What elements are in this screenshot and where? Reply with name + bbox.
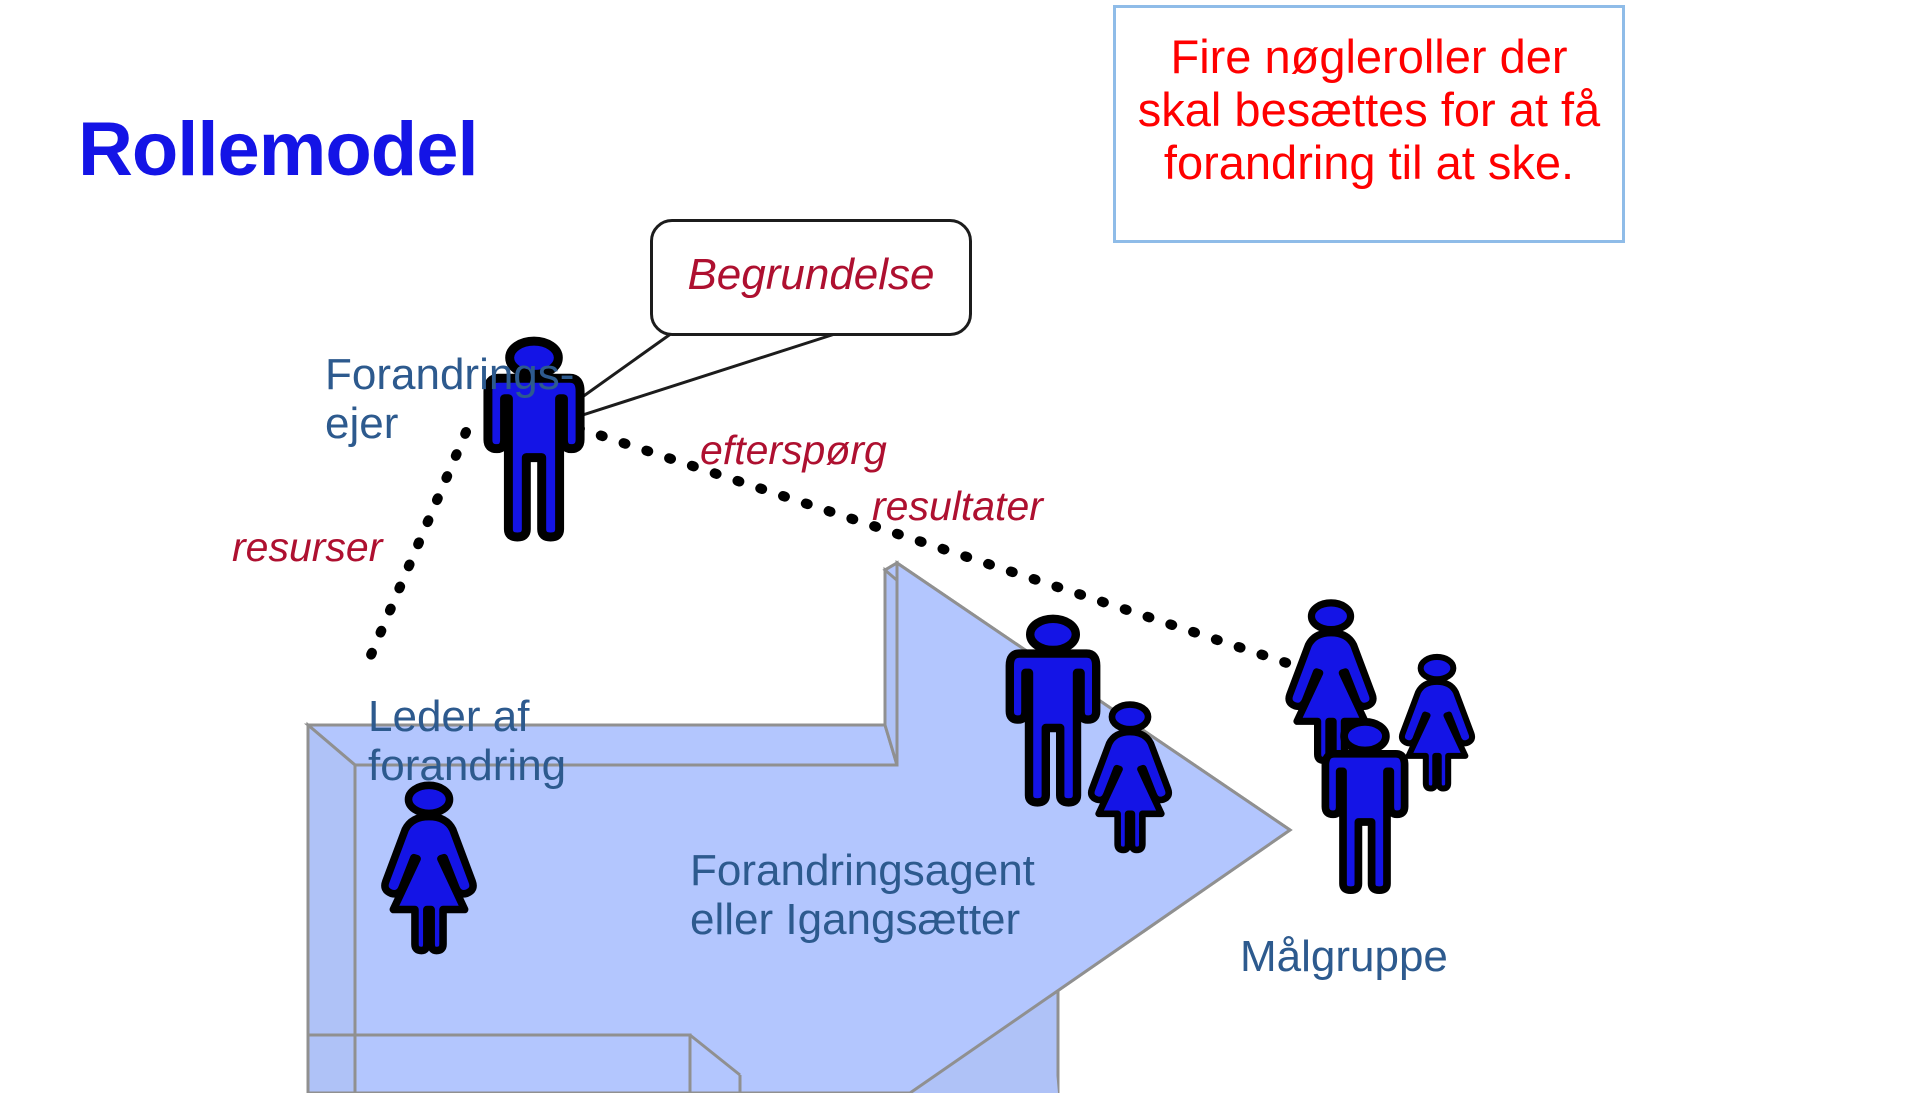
begrundelse-speech-bubble: Begrundelse [650,219,972,336]
key-roles-callout-box: Fire nøgleroller der skal besættes for a… [1113,5,1625,243]
arrow-bottom-notch-edge [689,1033,741,1077]
callout-line-2: skal besættes for at få [1137,83,1601,137]
dotted-connectors [363,423,1307,673]
label-target-group: Målgruppe [1240,932,1448,981]
callout-line-1: Fire nøgleroller der [1170,30,1568,83]
results-dotted-line [573,423,1307,673]
arrow-front-face-overlay [353,560,1293,1093]
label-change-leader: Leder af forandring [368,692,567,791]
callout-line-3: forandring til at ske. [1163,136,1575,190]
label-demand: efterspørg [700,427,887,473]
speech-bubble-label: Begrundelse [687,250,935,299]
arrow-bottom-notch [306,1033,692,1093]
page-title: Rollemodel [78,107,479,192]
label-results: resultater [872,483,1043,529]
label-resources: resurser [232,524,383,570]
arrow-notch-bevel [883,560,899,766]
key-roles-callout-text: Fire nøgleroller der skal besættes for a… [1116,30,1622,189]
target-figure-female-2 [1402,657,1472,789]
arrow-left-bevel [306,721,357,1093]
label-change-agent: Forandringsagent eller Igangsætter [690,846,1035,945]
resources-dotted-line [363,427,471,667]
label-change-owner: Forandrings- ejer [325,350,575,449]
